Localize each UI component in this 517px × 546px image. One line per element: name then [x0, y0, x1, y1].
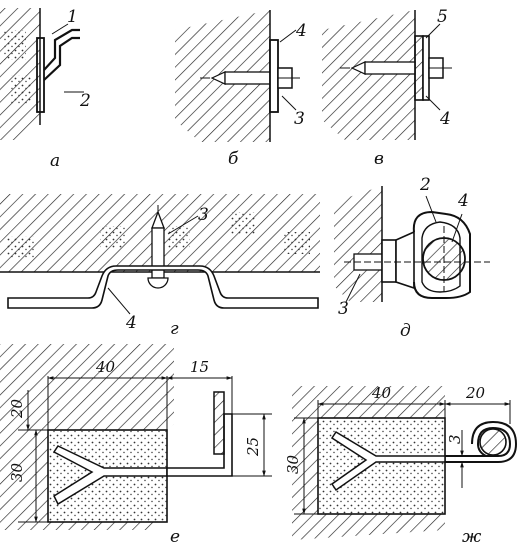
leader-line: [345, 273, 361, 303]
dim-30: 30: [284, 454, 302, 474]
plaster-patch: [4, 30, 26, 60]
callout-3: 3: [198, 205, 209, 225]
plaster-patch: [10, 75, 32, 105]
clamp-saddle: [421, 221, 461, 293]
wall-section-v: [322, 10, 415, 140]
leader-line: [451, 213, 463, 243]
dim-15: 15: [190, 358, 209, 376]
dim-40: 40: [371, 384, 392, 402]
plate: [269, 39, 279, 113]
leader-line: [107, 287, 131, 315]
pipe-support-board: [213, 391, 225, 455]
leader-line: [167, 215, 199, 235]
strip-clamp: [7, 265, 319, 309]
panel-caption-v: в: [374, 149, 384, 169]
plaster-patch: [284, 232, 310, 254]
leader-line: [51, 23, 69, 35]
plaster-patch: [230, 212, 256, 234]
panel-caption-a: а: [50, 151, 60, 171]
panel-caption-zh: ж: [462, 527, 482, 546]
dowel: [364, 61, 416, 75]
dowel: [224, 71, 271, 85]
dim-20: 20: [8, 398, 26, 419]
panel-d: 2 4 3 д: [334, 175, 490, 341]
strip-bracket: [36, 37, 45, 113]
callout-3: 3: [294, 109, 305, 129]
callout-4: 4: [125, 313, 137, 333]
split-anchor: [52, 445, 168, 506]
panel-caption-g: г: [170, 319, 179, 339]
callout-5: 5: [437, 7, 448, 27]
plaster-patch: [168, 226, 190, 248]
wall-section-a: [0, 8, 40, 140]
plaster-patch: [100, 226, 126, 248]
leader-line: [279, 29, 297, 43]
panel-caption-d: д: [400, 321, 411, 341]
dim-30: 30: [8, 462, 26, 482]
callout-4: 4: [295, 21, 307, 41]
clamp-body: [395, 230, 415, 290]
dowel-head: [147, 277, 169, 289]
panel-a: 1 2 а: [0, 7, 91, 171]
leader-line: [425, 195, 437, 223]
pipe-section: [479, 428, 507, 456]
leader-line: [425, 95, 441, 111]
plate: [422, 35, 430, 101]
loop-hook: [445, 426, 512, 457]
dim-25: 25: [244, 437, 262, 457]
leader-line: [425, 23, 441, 39]
panel-v: 5 4 в: [322, 7, 452, 169]
callout-2: 2: [79, 91, 91, 111]
dim-3: 3: [446, 434, 464, 444]
base-plate: [381, 239, 397, 283]
split-anchor: [330, 430, 446, 492]
panel-b: 4 3 б: [175, 10, 307, 169]
panel-zh: 40 20 3 30 ж: [284, 384, 517, 546]
hook-bracket: [43, 28, 80, 71]
callout-4: 4: [457, 191, 469, 211]
panel-caption-b: б: [228, 149, 239, 169]
callout-4: 4: [439, 109, 451, 129]
callout-3: 3: [338, 299, 349, 319]
panel-caption-e: е: [170, 527, 180, 546]
dim-40: 40: [95, 358, 116, 376]
dim-20: 20: [465, 384, 486, 402]
wall-section-d: [334, 186, 382, 302]
panel-g: 3 4 г: [0, 194, 320, 339]
callout-1: 1: [67, 7, 78, 27]
panel-e: 40 15 20 30 25 е: [0, 344, 272, 546]
plaster-patch: [6, 236, 34, 258]
callout-2: 2: [419, 175, 431, 195]
gasket: [414, 35, 424, 101]
leader-line: [281, 95, 297, 111]
